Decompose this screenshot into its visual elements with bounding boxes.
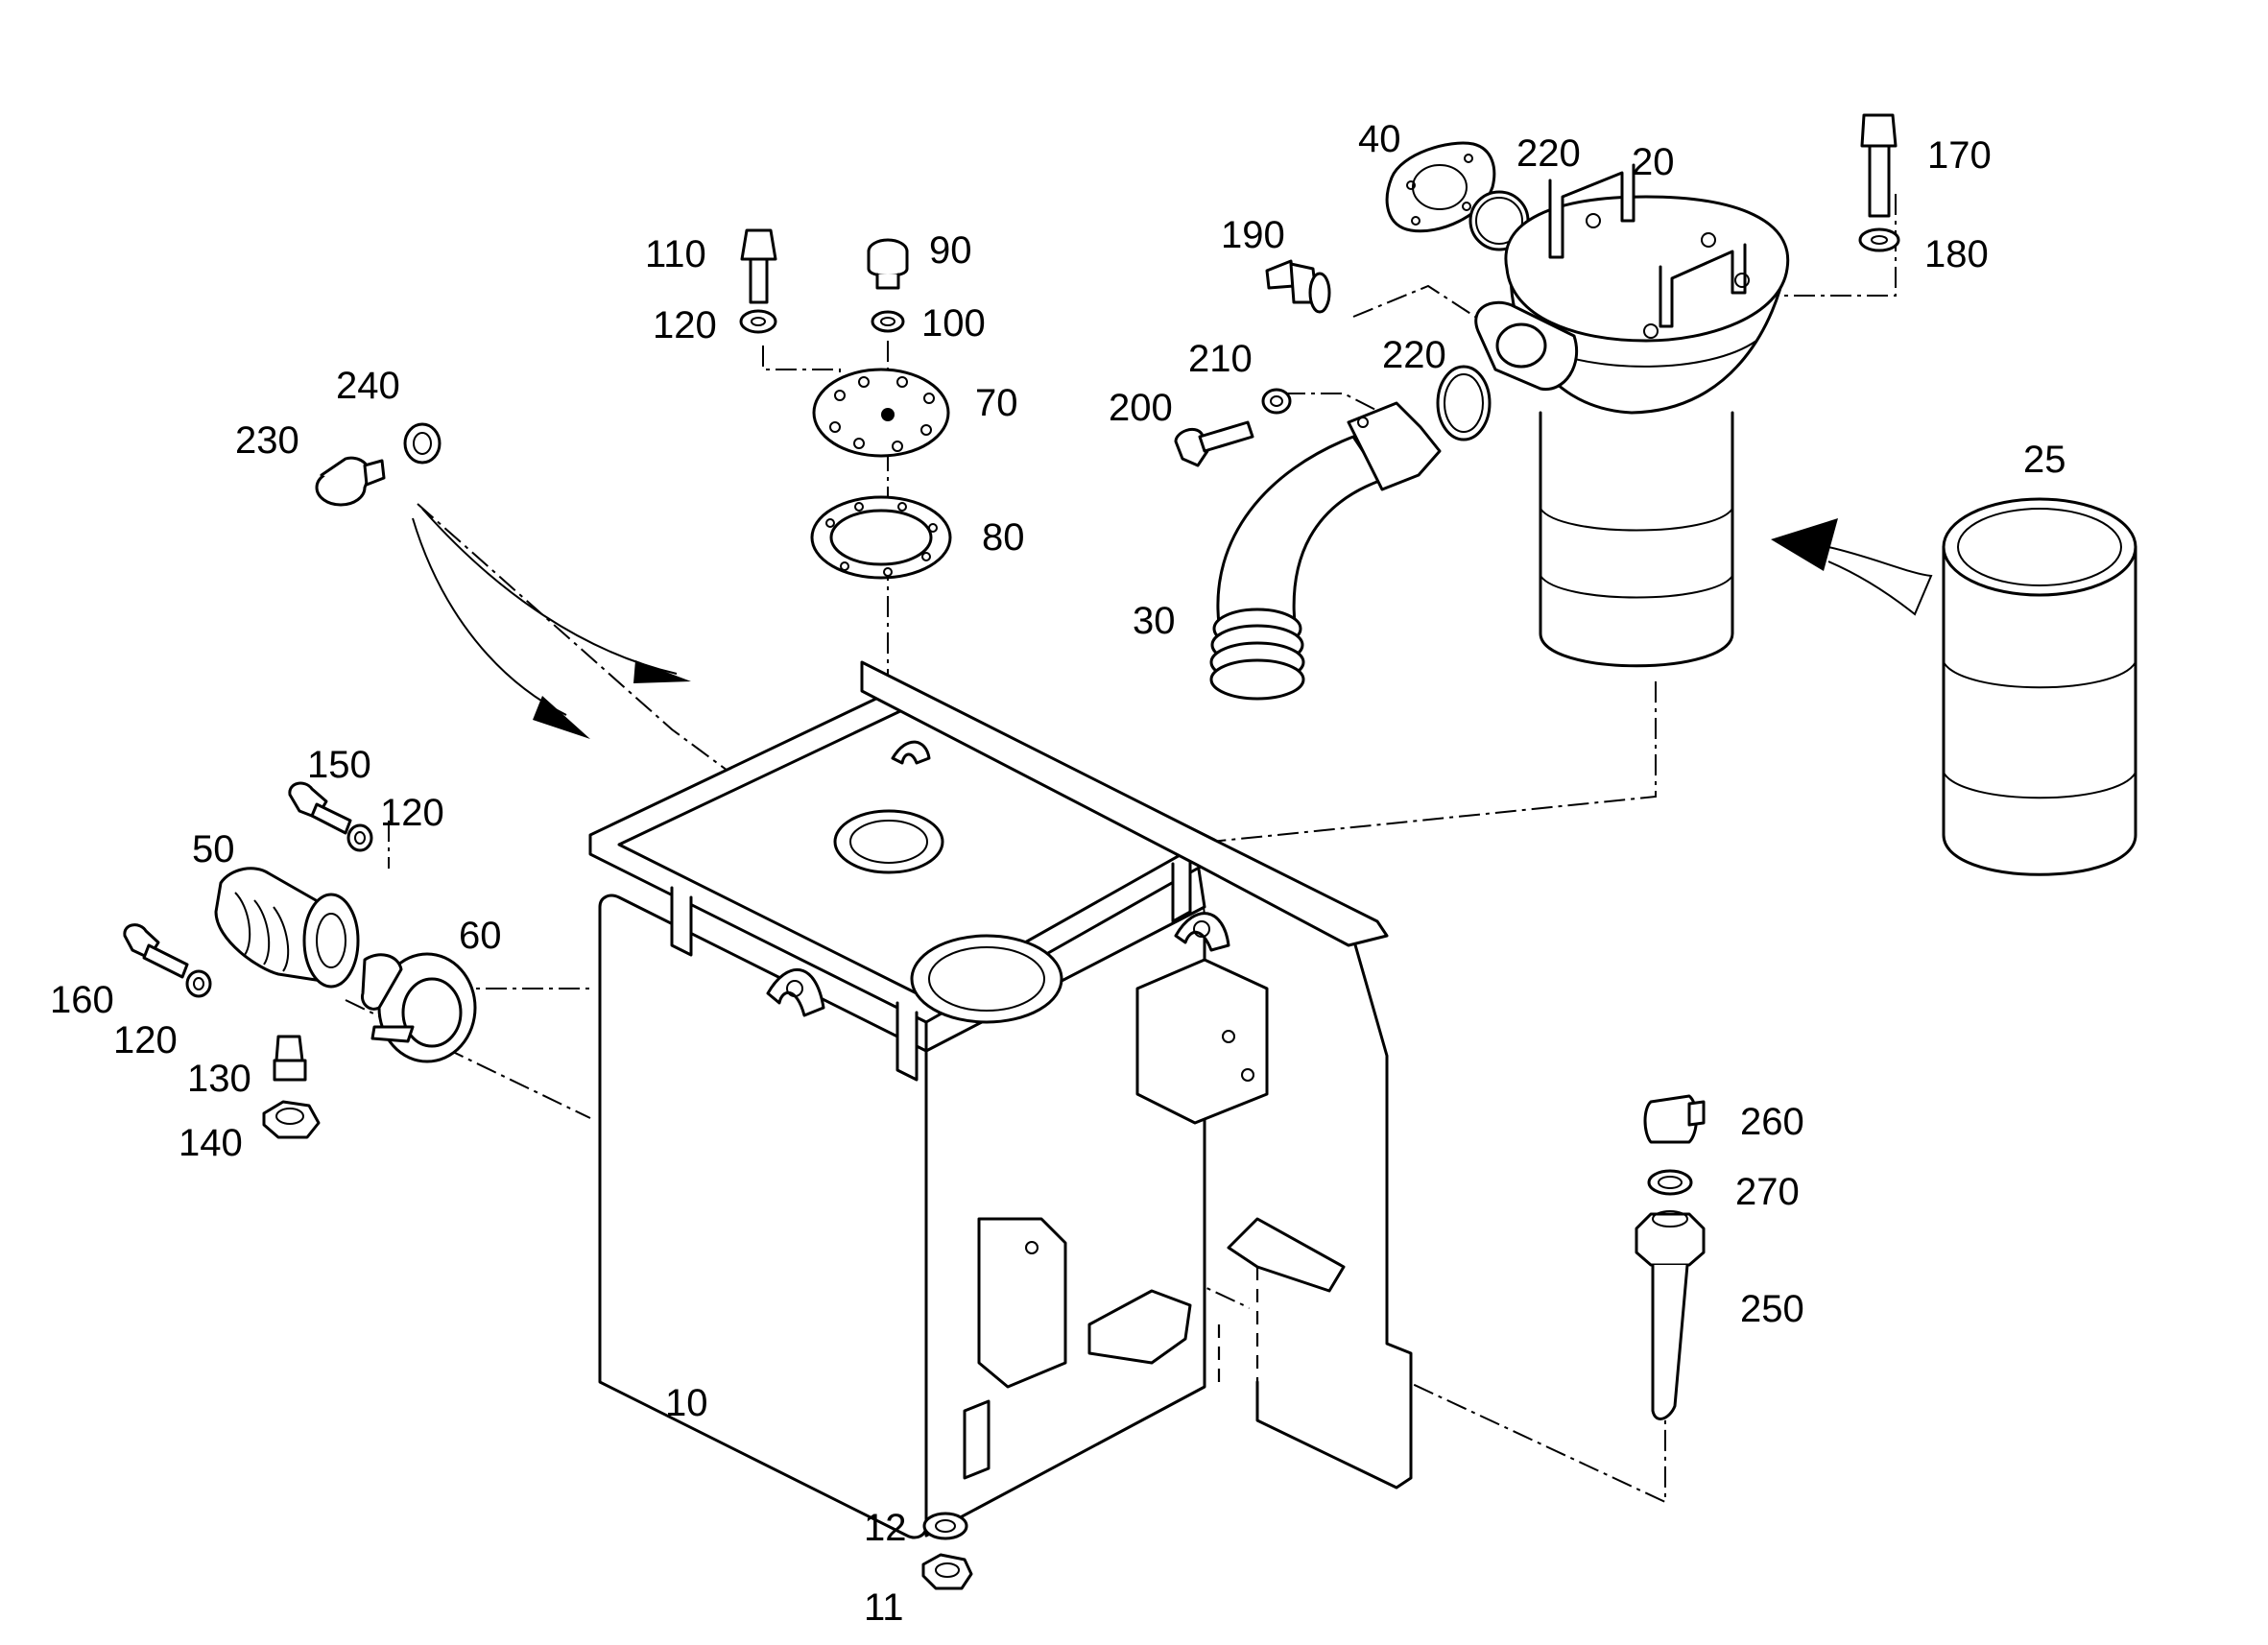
filter-element-25 bbox=[1942, 497, 2137, 876]
flow-arrows bbox=[412, 508, 1933, 739]
dipstick-250 bbox=[1635, 1210, 1706, 1420]
callout-210: 210 bbox=[1188, 338, 1253, 380]
washer-180 bbox=[1858, 227, 1900, 252]
washer-120-left-lower bbox=[185, 969, 212, 998]
callout-labels: 10 11 12 20 25 30 40 50 60 70 80 90 100 … bbox=[50, 118, 2066, 1629]
screw-160 bbox=[123, 923, 189, 979]
washer-120-left-upper bbox=[346, 823, 373, 852]
callout-220-upper: 220 bbox=[1516, 132, 1581, 175]
screw-150 bbox=[288, 781, 352, 835]
callout-260: 260 bbox=[1740, 1101, 1804, 1143]
bolt-170 bbox=[1860, 113, 1898, 218]
callout-60: 60 bbox=[459, 915, 502, 957]
sensor-190 bbox=[1265, 259, 1331, 314]
seal-ring-240 bbox=[403, 422, 442, 465]
callout-110: 110 bbox=[645, 233, 706, 275]
seal-270 bbox=[1647, 1169, 1693, 1196]
hose-30 bbox=[1209, 401, 1442, 701]
callout-40: 40 bbox=[1358, 118, 1401, 160]
screw-110 bbox=[740, 228, 777, 304]
callout-270: 270 bbox=[1735, 1171, 1800, 1213]
callout-90: 90 bbox=[929, 229, 972, 272]
callout-190: 190 bbox=[1221, 214, 1285, 256]
washer-210 bbox=[1261, 388, 1292, 415]
bolt-200 bbox=[1174, 420, 1254, 467]
callout-12: 12 bbox=[864, 1507, 907, 1549]
plug-260 bbox=[1643, 1094, 1706, 1144]
nut-140 bbox=[262, 1100, 321, 1139]
callout-80: 80 bbox=[982, 516, 1025, 559]
callout-50: 50 bbox=[192, 828, 235, 870]
washer-12 bbox=[922, 1512, 968, 1540]
callout-230: 230 bbox=[235, 419, 299, 462]
callout-200: 200 bbox=[1109, 387, 1173, 429]
hydraulic-tank bbox=[588, 660, 1413, 1539]
callout-180: 180 bbox=[1924, 233, 1989, 275]
fitting-130 bbox=[273, 1035, 307, 1082]
washer-120-top bbox=[739, 309, 777, 334]
plug-90 bbox=[867, 238, 909, 290]
gasket-40 bbox=[1385, 141, 1496, 233]
cap-60 bbox=[360, 952, 477, 1063]
gasket-80 bbox=[810, 495, 952, 580]
callout-120-top: 120 bbox=[653, 304, 717, 346]
callout-11: 11 bbox=[864, 1586, 904, 1629]
callout-120-left-lower: 120 bbox=[113, 1019, 178, 1061]
callout-140: 140 bbox=[179, 1122, 243, 1164]
callout-30: 30 bbox=[1133, 600, 1176, 642]
nut-11 bbox=[921, 1553, 973, 1590]
callout-100: 100 bbox=[921, 302, 986, 345]
breather-50 bbox=[214, 867, 360, 989]
callout-20: 20 bbox=[1632, 141, 1675, 183]
callout-150: 150 bbox=[307, 744, 371, 786]
callout-250: 250 bbox=[1740, 1288, 1804, 1330]
callout-220-lower: 220 bbox=[1382, 334, 1446, 376]
washer-100 bbox=[871, 310, 905, 333]
callout-10: 10 bbox=[665, 1382, 708, 1424]
o-ring-220-lower bbox=[1436, 365, 1492, 441]
plug-230 bbox=[315, 456, 386, 507]
callout-25: 25 bbox=[2023, 439, 2066, 481]
callout-120-left-upper: 120 bbox=[380, 792, 444, 834]
callout-130: 130 bbox=[187, 1058, 251, 1100]
callout-70: 70 bbox=[975, 382, 1018, 424]
callout-170: 170 bbox=[1927, 134, 1992, 177]
filter-housing-20 bbox=[1474, 163, 1790, 668]
callout-160: 160 bbox=[50, 979, 114, 1021]
callout-240: 240 bbox=[336, 365, 400, 407]
filter-direction-arrow bbox=[1771, 518, 1838, 571]
cover-70 bbox=[812, 368, 950, 458]
